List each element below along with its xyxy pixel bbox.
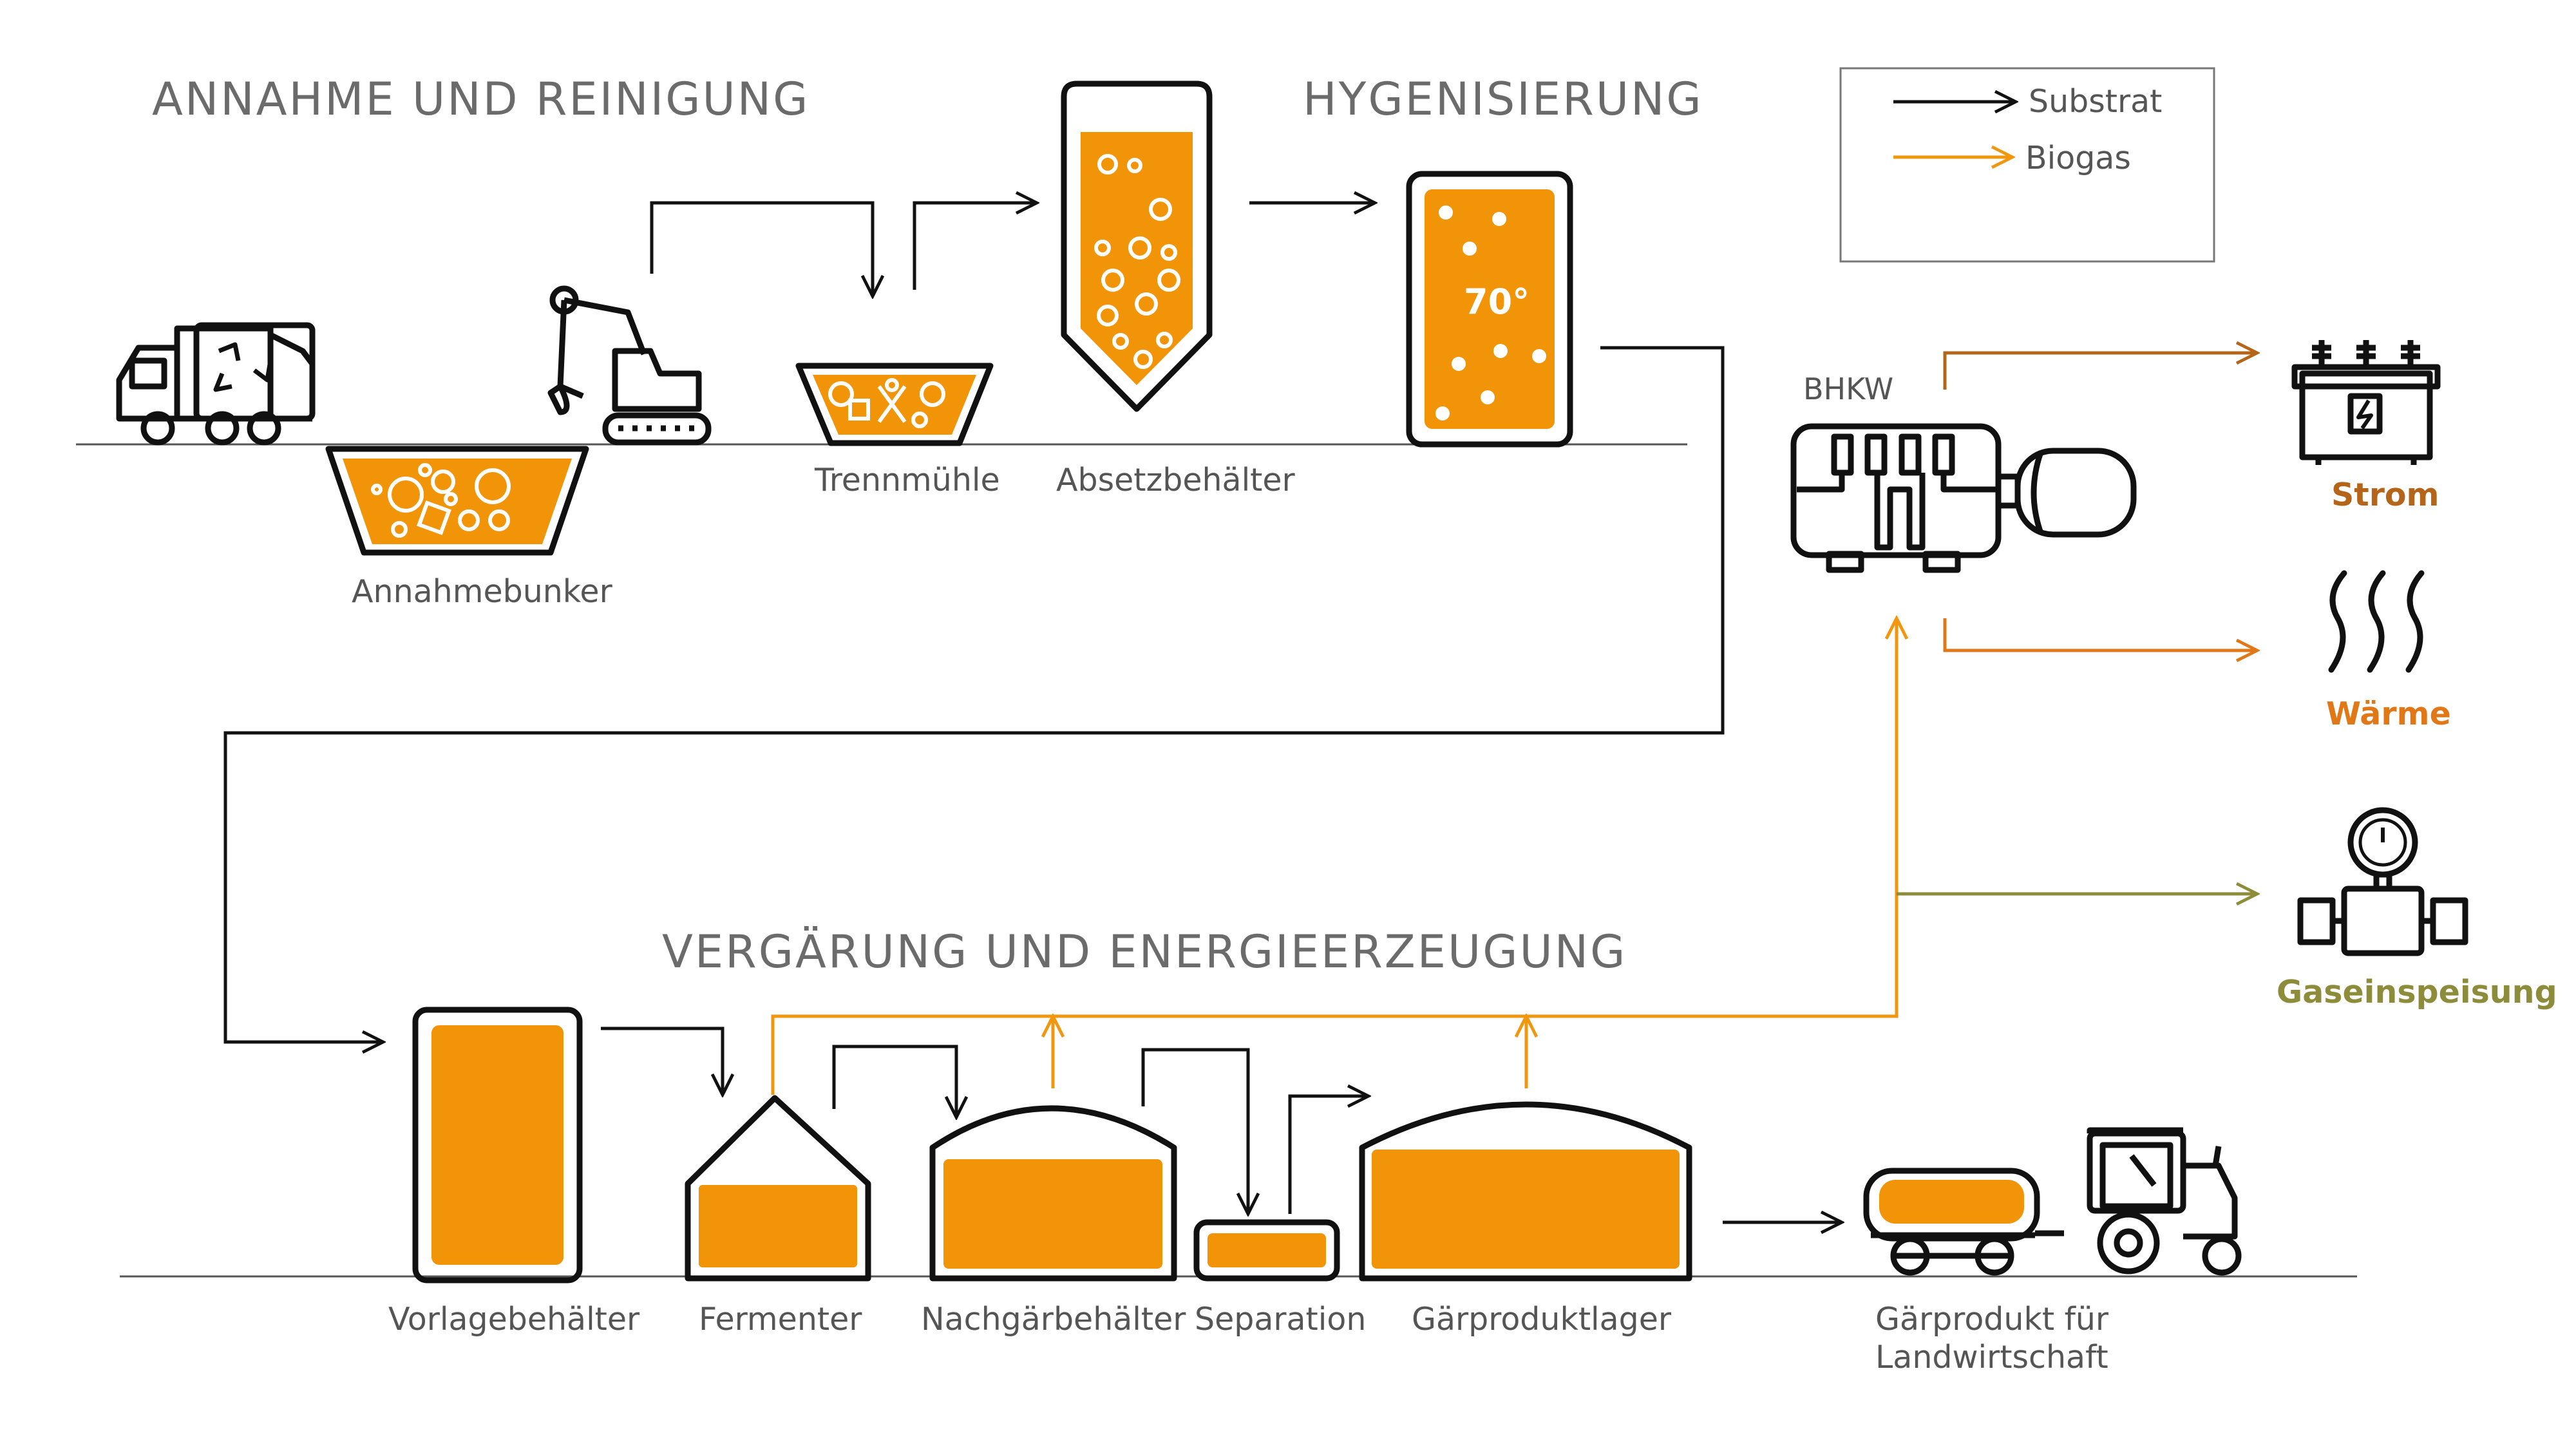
- annahmebunker-tank: [325, 446, 589, 556]
- arrow-hygenisierung-to-vorlagebehaelter: [223, 346, 1725, 1042]
- legend: Substrat Biogas: [1839, 67, 2215, 263]
- arrow-vorlage-to-fermenter: [601, 1027, 723, 1095]
- legend-biogas-label: Biogas: [2025, 140, 2131, 176]
- hygenisierung-tank: 70°: [1406, 171, 1573, 448]
- tractor-icon: [2087, 1127, 2242, 1276]
- arrow-separation-to-lager: [1288, 1096, 1368, 1214]
- transformer-icon: [2291, 340, 2441, 465]
- label-gaerprodukt-line2: Landwirtschaft: [1875, 1339, 2108, 1376]
- gas-pipe-gauge-icon: [2297, 807, 2468, 956]
- absetzbehaelter-tank: [1061, 80, 1213, 412]
- fermenter-tank: [685, 1095, 871, 1282]
- arrow-trennmuehle-to-absetzbehaelter: [913, 203, 1037, 290]
- nachgaerbehaelter-tank: [929, 1105, 1177, 1282]
- bhkw-engine-icon: [1790, 423, 2137, 573]
- label-separation: Separation: [1195, 1301, 1366, 1338]
- tanker-trailer-icon: [1863, 1168, 2064, 1276]
- heading-hygenisierung: HYGENISIERUNG: [1303, 73, 1703, 126]
- label-gaerproduktlager: Gärproduktlager: [1412, 1301, 1672, 1338]
- vorlagebehaelter-tank: [412, 1007, 583, 1283]
- legend-box: [1839, 67, 2215, 263]
- label-trennmuehle: Trennmühle: [814, 462, 1000, 498]
- label-gaerprodukt-line1: Gärprodukt für: [1875, 1301, 2109, 1338]
- hygenisierung-temperature: 70°: [1464, 281, 1530, 322]
- legend-substrat-label: Substrat: [2029, 83, 2162, 120]
- heading-vergaerung: VERGÄRUNG UND ENERGIEERZEUGUNG: [662, 925, 1627, 978]
- separation-tank: [1193, 1219, 1340, 1282]
- label-waerme: Wärme: [2326, 696, 2451, 732]
- label-fermenter: Fermenter: [699, 1301, 862, 1338]
- heading-annahme: ANNAHME UND REINIGUNG: [152, 73, 810, 126]
- label-vorlagebehaelter: Vorlagebehälter: [388, 1301, 640, 1338]
- arrow-bhkw-to-strom: [1943, 353, 2257, 390]
- arrow-nachgaer-to-separation: [1141, 1048, 1248, 1214]
- label-bhkw: BHKW: [1803, 372, 1893, 406]
- arrow-excavator-to-trennmuehle: [650, 201, 873, 296]
- label-nachgaerbehaelter: Nachgärbehälter: [921, 1301, 1186, 1338]
- biogas-main-line: [771, 618, 1897, 1095]
- arrow-bhkw-to-waerme: [1943, 618, 2257, 650]
- heat-waves-icon: [2328, 570, 2425, 673]
- garbage-truck-icon: [116, 322, 316, 446]
- arrow-fermenter-to-nachgaer: [832, 1045, 956, 1117]
- label-gaseinspeisung: Gaseinspeisung: [2277, 974, 2557, 1010]
- label-absetzbehaelter: Absetzbehälter: [1056, 462, 1296, 498]
- excavator-icon: [547, 285, 712, 446]
- label-annahmebunker: Annahmebunker: [352, 573, 613, 610]
- label-strom: Strom: [2331, 477, 2439, 513]
- trennmuehle-tank: [795, 363, 994, 446]
- gaerproduktlager-tank: [1359, 1101, 1692, 1282]
